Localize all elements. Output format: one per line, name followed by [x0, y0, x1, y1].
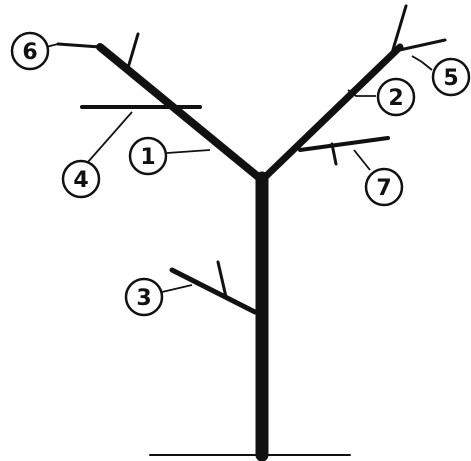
callout-3: 3 [124, 277, 164, 317]
callout-4: 4 [61, 159, 101, 199]
lateral-branch-7 [298, 136, 390, 152]
callout-5: 5 [431, 57, 471, 97]
callout-1-label: 1 [140, 145, 155, 170]
left-branch-tip [56, 42, 102, 49]
right-branch-tip [393, 38, 447, 53]
callout-1: 1 [128, 136, 168, 176]
callout-4-label: 4 [73, 168, 88, 193]
callout-6: 6 [10, 31, 50, 71]
lateral-7-spur [330, 142, 338, 166]
callout-2: 2 [376, 77, 416, 117]
callout-3-label: 3 [136, 286, 151, 311]
right-leader-shoot [390, 4, 408, 55]
callout-7-label: 7 [376, 176, 391, 201]
lateral-branch-3 [169, 267, 258, 315]
leader-line-2 [347, 89, 376, 97]
right-scaffold-branch [258, 43, 404, 184]
leader-line-3 [161, 284, 193, 293]
lateral-3-spur [216, 260, 228, 299]
callout-6-label: 6 [22, 40, 37, 65]
leader-line-4 [87, 111, 133, 163]
leader-line-5 [411, 55, 433, 71]
leader-line-1 [166, 149, 211, 154]
left-upright-shoot [126, 32, 140, 70]
callout-2-label: 2 [388, 86, 403, 111]
callout-5-label: 5 [443, 66, 458, 91]
callout-7: 7 [364, 167, 404, 207]
leader-line-7 [353, 149, 371, 171]
left-scaffold-branch [96, 43, 266, 184]
